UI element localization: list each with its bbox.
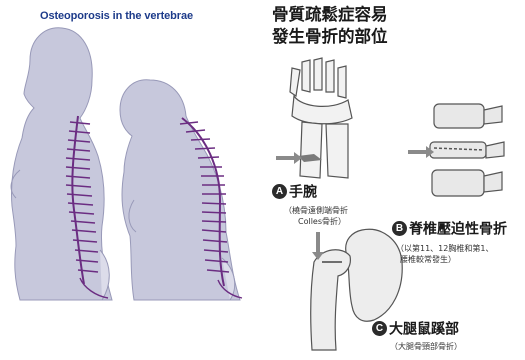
vertebrae-illustration (430, 104, 504, 196)
posture-illustration (0, 0, 262, 360)
fracture-illustration (262, 0, 525, 360)
site-name-c: 大腿鼠蹊部 (389, 322, 459, 338)
site-note-a-2: Colles骨折） (298, 216, 348, 227)
site-badge-a: A (272, 184, 287, 199)
site-badge-b: B (392, 221, 407, 236)
site-note-c-1: （大腿骨頸部骨折） (390, 341, 462, 352)
site-note-b-1: （以第11、12胸椎和第1、 (396, 243, 507, 254)
site-badge-c: C (372, 321, 387, 336)
osteoporosis-panel: Osteoporosis in the vertebrae (0, 0, 262, 360)
site-name-a: 手腕 (289, 185, 317, 201)
upright-woman-figure (11, 28, 112, 300)
site-note-a-1: （橈骨遠側端骨折 (284, 205, 348, 216)
site-name-b: 脊椎壓迫性骨折 (409, 222, 507, 238)
site-note-b-2: 腰椎較常發生） (400, 254, 507, 265)
fracture-sites-panel: 骨質疏鬆症容易 發生骨折的部位 (262, 0, 525, 360)
hunched-woman-figure (120, 80, 240, 300)
